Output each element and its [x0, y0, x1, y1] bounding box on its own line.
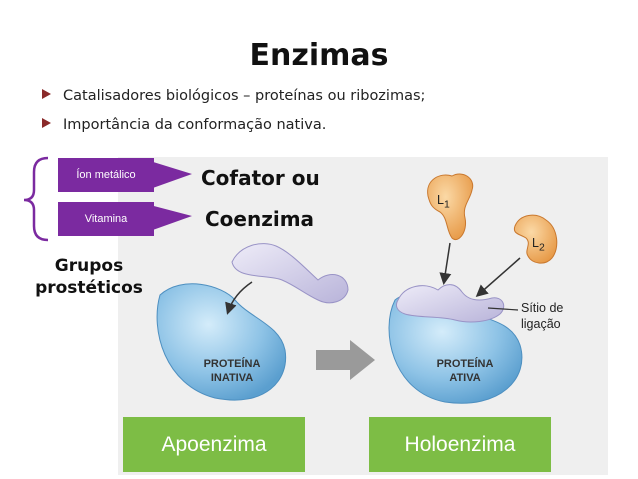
- inactive-protein-line: INATIVA: [210, 372, 254, 384]
- ligand-2-subscript: 2: [538, 242, 545, 254]
- tag-pointer: [150, 205, 192, 231]
- binding-arrow: [225, 281, 253, 315]
- bullet-item: Catalisadores biológicos – proteínas ou …: [42, 88, 425, 104]
- binding-site-line: Sítio de: [521, 301, 564, 315]
- bullet-arrow-icon: [42, 89, 51, 99]
- bracket-shape: [23, 156, 49, 242]
- cofactor-heading: Cofator ou: [201, 166, 320, 190]
- binding-site-line: ligação: [521, 317, 561, 331]
- holoenzyme-box: Holoenzima: [369, 417, 551, 472]
- tag-ion-metalico: Íon metálico: [58, 158, 154, 192]
- bullet-arrow-icon: [42, 118, 51, 128]
- coenzyme-heading: Coenzima: [205, 207, 315, 231]
- binding-site-label: Sítio de ligação: [521, 300, 563, 332]
- grupos-line: prostéticos: [35, 278, 143, 298]
- ligand-1-arrow: [439, 242, 452, 285]
- ligand-2-label: L2: [532, 236, 545, 254]
- inactive-protein-label: PROTEÍNA INATIVA: [192, 357, 272, 385]
- bullet-item: Importância da conformação nativa.: [42, 117, 326, 133]
- bullet-text: Importância da conformação nativa.: [63, 117, 327, 133]
- tag-pointer: [150, 161, 192, 189]
- ligand-1-letter: L: [437, 193, 444, 207]
- active-protein-label: PROTEÍNA ATIVA: [425, 357, 505, 385]
- inactive-protein-shape: [156, 283, 287, 401]
- grupos-proteticos-label: Grupos prostéticos: [24, 255, 154, 299]
- ligand-1-label: L1: [437, 193, 450, 211]
- site-pointer-line: [487, 307, 519, 311]
- transition-arrow: [316, 340, 375, 380]
- grupos-line: Grupos: [54, 256, 124, 276]
- ligand-2-letter: L: [532, 236, 539, 250]
- active-protein-line: PROTEÍNA: [436, 358, 494, 370]
- apoenzyme-box: Apoenzima: [123, 417, 305, 472]
- active-protein-line: ATIVA: [449, 372, 481, 384]
- inactive-protein-line: PROTEÍNA: [203, 358, 261, 370]
- coenzyme-shape: [231, 243, 349, 304]
- tag-vitamina: Vitamina: [58, 202, 154, 236]
- page-title: Enzimas: [249, 38, 389, 73]
- bullet-text: Catalisadores biológicos – proteínas ou …: [63, 88, 426, 104]
- ligand-2-arrow: [475, 257, 521, 297]
- ligand-2-shape: [513, 214, 558, 264]
- bound-coenzyme-shape: [396, 284, 505, 323]
- ligand-1-shape: [427, 173, 474, 240]
- ligand-1-subscript: 1: [443, 199, 450, 211]
